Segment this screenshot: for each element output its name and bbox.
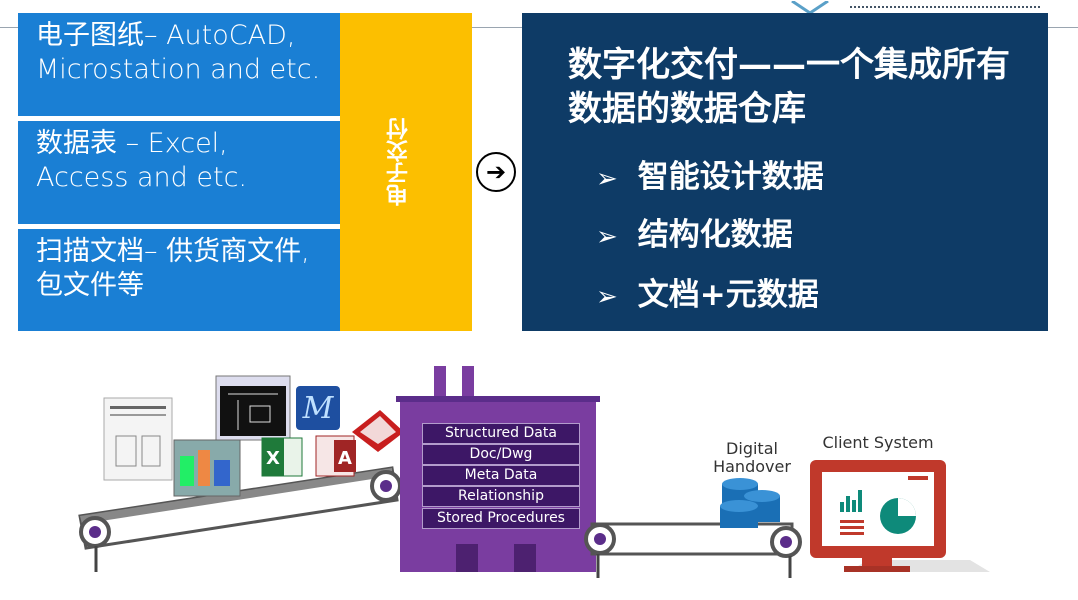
autocad-icon [352, 410, 404, 452]
svg-text:X: X [266, 448, 280, 469]
arrow-icon: ➔ [476, 152, 516, 192]
factory-label-meta-data: Meta Data [422, 465, 580, 486]
cad-drawing-thumbnail [215, 375, 291, 441]
digital-handover-label: Digital Handover [706, 440, 798, 476]
bullet-arrow-icon: ➢ [596, 222, 618, 252]
svg-text:A: A [338, 448, 352, 469]
client-system-label: Client System [822, 433, 934, 452]
3d-model-thumbnail [173, 439, 241, 497]
factory-label-stored-procedures: Stored Procedures [422, 508, 580, 529]
factory-label-relationship: Relationship [422, 486, 580, 507]
source-box-tables-text: 数据表 – Excel, Access and etc. [36, 128, 248, 193]
excel-icon: X [261, 437, 303, 477]
bullet-text-3: 文档+元数据 [637, 277, 819, 313]
electronic-delivery-bar [340, 13, 472, 331]
bullet-text-2: 结构化数据 [637, 217, 793, 253]
digital-handover-line-2: Handover [713, 457, 791, 476]
bullet-item-3: ➢ 文档+元数据 [596, 269, 819, 314]
source-box-scans-text: 扫描文档– 供货商文件, 包文件等 [36, 236, 310, 301]
microstation-icon: M [296, 386, 340, 430]
factory-label-doc-dwg: Doc/Dwg [422, 444, 580, 465]
source-box-scans: 扫描文档– 供货商文件, 包文件等 [18, 229, 340, 331]
source-box-tables: 数据表 – Excel, Access and etc. [18, 121, 340, 224]
bullet-item-2: ➢ 结构化数据 [596, 209, 793, 254]
factory-label-structured-data: Structured Data [422, 423, 580, 444]
arrow-glyph: ➔ [485, 158, 507, 186]
electronic-delivery-label: 电子交付 [387, 118, 412, 206]
digital-delivery-panel: 数字化交付——一个集成所有数据的数据仓库 ➢ 智能设计数据 ➢ 结构化数据 ➢ 文档+… [522, 13, 1048, 331]
logo-fragment [790, 0, 830, 15]
right-conveyor [584, 522, 802, 578]
bullet-arrow-icon: ➢ [596, 164, 618, 194]
bullet-arrow-icon: ➢ [596, 282, 618, 312]
source-box-cad: 电子图纸– AutoCAD, Microstation and etc. [18, 13, 340, 116]
document-thumbnail [103, 397, 173, 481]
bullet-text-1: 智能设计数据 [637, 159, 824, 195]
client-monitor-icon [810, 460, 990, 572]
logo-text-fragment [850, 0, 1040, 8]
source-box-cad-text: 电子图纸– AutoCAD, Microstation and etc. [36, 20, 321, 85]
bullet-item-1: ➢ 智能设计数据 [596, 151, 824, 196]
digital-delivery-title: 数字化交付——一个集成所有数据的数据仓库 [568, 45, 1010, 129]
database-icon [720, 478, 780, 528]
access-icon: A [315, 435, 356, 477]
svg-text:M: M [302, 391, 335, 426]
digital-handover-line-1: Digital [726, 439, 778, 458]
